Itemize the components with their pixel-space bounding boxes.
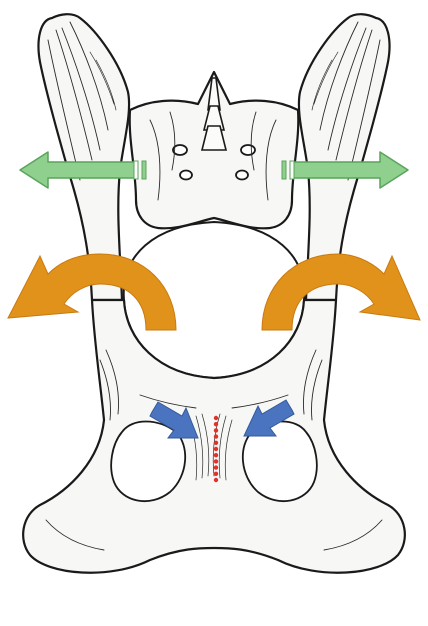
symphysis-dot xyxy=(214,465,218,469)
symphysis-dot xyxy=(214,459,218,463)
symphysis-dot xyxy=(214,453,218,457)
symphysis-dot xyxy=(214,447,218,451)
symphysis-dot xyxy=(214,472,218,476)
symphysis-dot xyxy=(214,422,218,426)
symphysis-dot xyxy=(214,428,218,432)
sacrum xyxy=(130,72,299,228)
pubic-symphysis-line xyxy=(214,416,218,482)
symphysis-dot xyxy=(214,434,218,438)
symphysis-dot xyxy=(214,478,218,482)
symphysis-dot xyxy=(214,441,218,445)
symphysis-dot xyxy=(214,416,218,420)
